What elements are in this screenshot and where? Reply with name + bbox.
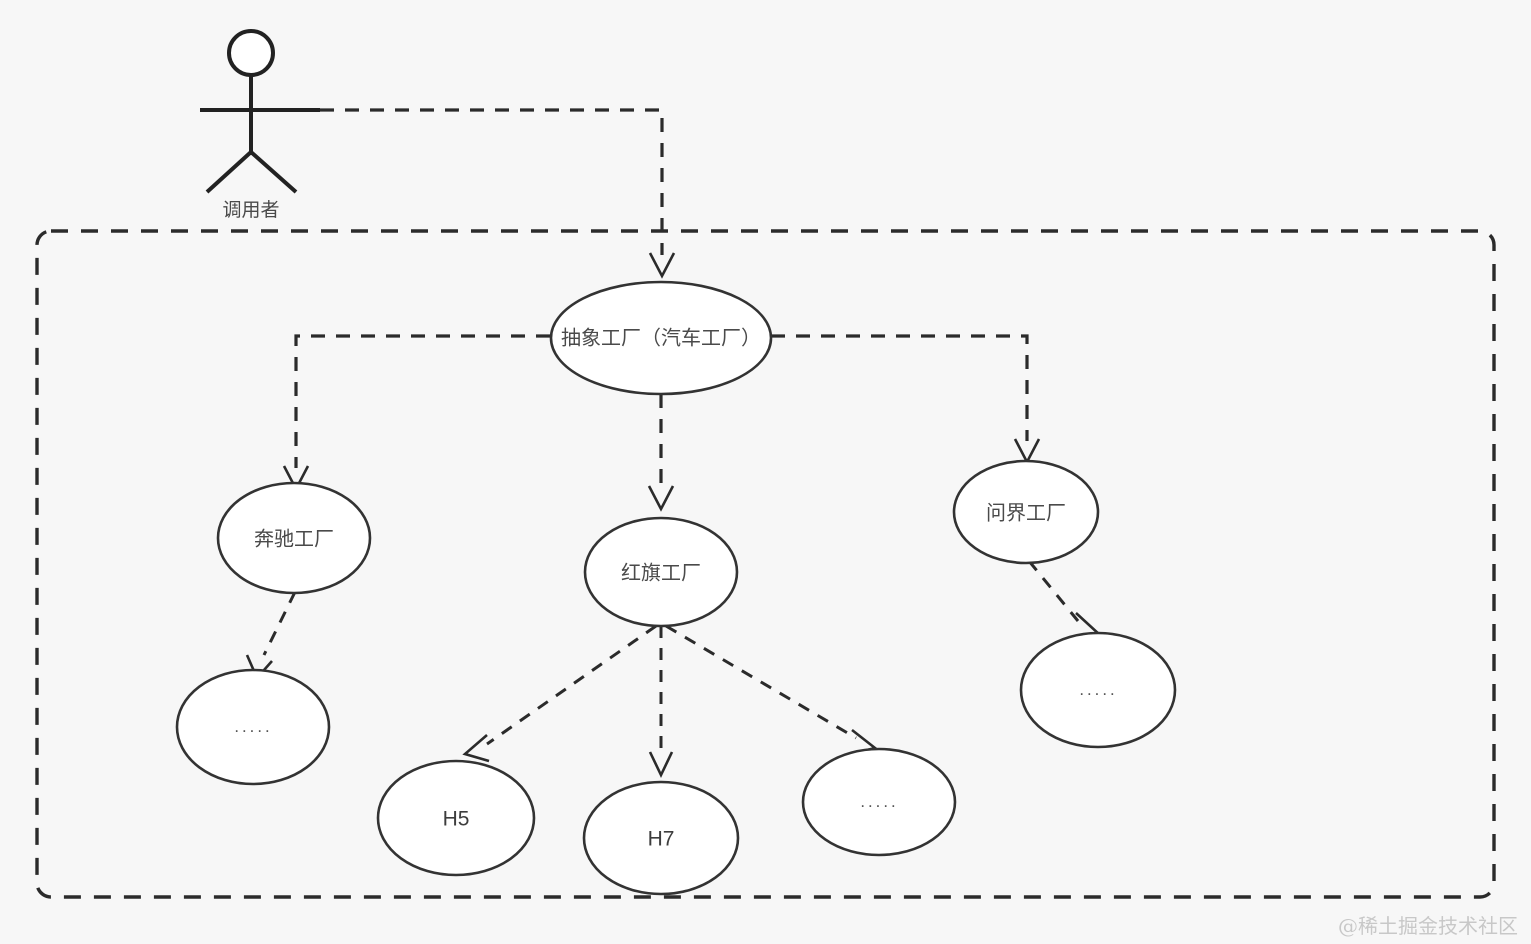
node-benz-more-label: ····· bbox=[234, 720, 272, 739]
node-benz-more-shape[interactable] bbox=[175, 668, 331, 786]
actor-left-leg-icon bbox=[205, 150, 253, 194]
node-hongqi-factory-label: 红旗工厂 bbox=[621, 561, 701, 584]
edge-abstract-to-benz-path bbox=[294, 334, 550, 468]
actor-label: 调用者 bbox=[222, 199, 279, 221]
edge-actor-to-abstract-factory-path bbox=[320, 108, 664, 255]
node-abstract-factory-shape[interactable] bbox=[549, 280, 773, 396]
node-wenjie-factory-shape[interactable] bbox=[952, 459, 1100, 565]
node-hongqi-h5-label: H5 bbox=[443, 808, 470, 831]
actor-head-icon bbox=[227, 29, 275, 77]
node-hongqi-h7[interactable]: H7 bbox=[582, 780, 740, 896]
node-hongqi-h7-label: H7 bbox=[648, 828, 675, 851]
edge-hongqi-to-h7 bbox=[648, 626, 674, 779]
edge-hongqi-to-h7-arrowhead bbox=[648, 751, 674, 779]
node-hongqi-factory[interactable]: 红旗工厂 bbox=[583, 516, 739, 628]
node-wenjie-factory[interactable]: 问界工厂 bbox=[952, 459, 1100, 565]
actor-caller: 调用者 bbox=[200, 29, 320, 221]
node-wenjie-more[interactable]: ····· bbox=[1019, 631, 1177, 749]
node-hongqi-more-label: ····· bbox=[860, 795, 898, 814]
edge-abstract-to-hongqi bbox=[647, 394, 675, 512]
node-wenjie-more-label: ····· bbox=[1079, 683, 1117, 702]
watermark-label: @稀土掘金技术社区 bbox=[1338, 914, 1518, 938]
node-benz-factory[interactable]: 奔驰工厂 bbox=[216, 481, 372, 595]
node-benz-factory-label: 奔驰工厂 bbox=[254, 527, 334, 550]
edge-hongqi-to-h5 bbox=[462, 624, 657, 763]
node-benz-more[interactable]: ····· bbox=[175, 668, 331, 786]
node-hongqi-h5-shape[interactable] bbox=[376, 759, 536, 877]
actor-right-leg-icon bbox=[249, 150, 298, 194]
edge-benz-to-more-path bbox=[262, 591, 297, 656]
edge-hongqi-to-h5-arrowhead bbox=[462, 734, 490, 763]
factory-container-boundary bbox=[35, 229, 1496, 899]
node-benz-factory-shape[interactable] bbox=[216, 481, 372, 595]
edge-hongqi-to-more-path bbox=[665, 624, 857, 740]
node-hongqi-more[interactable]: ····· bbox=[801, 747, 957, 857]
node-wenjie-factory-label: 问界工厂 bbox=[986, 501, 1066, 524]
node-hongqi-h5[interactable]: H5 bbox=[376, 759, 536, 877]
node-hongqi-factory-shape[interactable] bbox=[583, 516, 739, 628]
edge-abstract-to-hongqi-arrowhead bbox=[647, 485, 675, 512]
node-hongqi-h7-shape[interactable] bbox=[582, 780, 740, 896]
node-abstract-factory-label: 抽象工厂（汽车工厂） bbox=[561, 326, 761, 349]
node-wenjie-more-shape[interactable] bbox=[1019, 631, 1177, 749]
edge-actor-to-abstract-factory-arrowhead bbox=[648, 252, 676, 279]
node-abstract-factory[interactable]: 抽象工厂（汽车工厂） bbox=[549, 280, 773, 396]
edge-actor-to-abstract-factory bbox=[320, 108, 676, 279]
edge-abstract-to-wenjie-path bbox=[771, 334, 1029, 441]
node-hongqi-more-shape[interactable] bbox=[801, 747, 957, 857]
